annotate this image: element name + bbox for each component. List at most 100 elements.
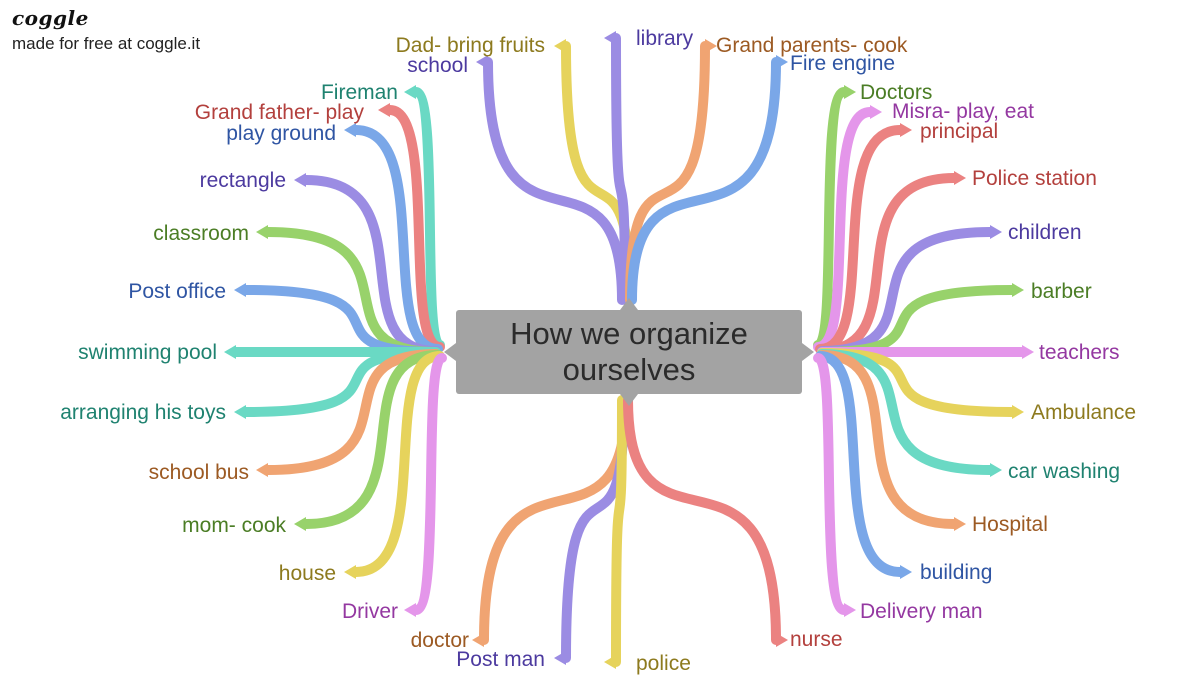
branch-line xyxy=(263,349,441,475)
branch-line xyxy=(611,33,630,305)
branch-label[interactable]: barber xyxy=(1031,280,1092,303)
branch-label[interactable]: principal xyxy=(920,120,998,143)
center-notch-bottom xyxy=(620,394,638,406)
branch-label[interactable]: play ground xyxy=(226,122,336,145)
branch-label[interactable]: Grand parents- cook xyxy=(716,34,908,57)
branch-arrowhead xyxy=(900,565,912,579)
branch-line xyxy=(241,348,441,417)
branch-label[interactable]: library xyxy=(636,27,694,50)
branch-arrowhead xyxy=(1022,345,1034,359)
branch-arrowhead xyxy=(604,31,616,45)
branch-line xyxy=(351,351,445,577)
branch-arrowhead xyxy=(554,39,566,53)
branch-line xyxy=(411,353,447,615)
branch-label[interactable]: arranging his toys xyxy=(60,401,226,424)
branch-label[interactable]: rectangle xyxy=(200,169,286,192)
branch-arrowhead xyxy=(990,225,1002,239)
branch-label[interactable]: nurse xyxy=(790,628,843,651)
branch-label[interactable]: classroom xyxy=(153,222,249,245)
branch-line xyxy=(813,87,849,350)
branch-label[interactable]: building xyxy=(920,561,992,584)
branch-label[interactable]: school xyxy=(407,54,468,77)
branch-label[interactable]: children xyxy=(1008,221,1082,244)
branch-label[interactable]: Misra- play, eat xyxy=(892,100,1034,123)
branch-arrowhead xyxy=(844,603,856,617)
branch-line xyxy=(813,107,875,352)
branch-line xyxy=(627,57,781,305)
branch-arrowhead xyxy=(1012,405,1024,419)
branch-line xyxy=(817,348,1017,417)
branch-arrowhead xyxy=(378,103,390,117)
branch-label[interactable]: Grand father- play xyxy=(195,101,365,124)
branch-arrowhead xyxy=(776,633,788,647)
brand: coggle made for free at coggle.it xyxy=(12,6,200,54)
branch-line xyxy=(817,173,959,355)
central-topic[interactable]: How we organize ourselves xyxy=(456,310,802,394)
branch-line xyxy=(817,350,959,529)
branch-arrowhead xyxy=(234,283,246,297)
branch-label[interactable]: Doctors xyxy=(860,81,932,104)
branch-label[interactable]: mom- cook xyxy=(182,514,286,537)
branch-line xyxy=(483,57,627,305)
branch-label[interactable]: Dad- bring fruits xyxy=(396,34,545,57)
center-notch-right xyxy=(802,343,814,361)
branch-arrowhead xyxy=(776,55,788,69)
branch-arrowhead xyxy=(344,565,356,579)
branch-line xyxy=(815,125,905,354)
branch-arrowhead xyxy=(990,463,1002,477)
branch-label[interactable]: Fireman xyxy=(321,81,398,104)
central-topic-title: How we organize ourselves xyxy=(510,316,748,387)
branch-label[interactable]: teachers xyxy=(1039,341,1120,364)
branch-line xyxy=(301,350,443,529)
branch-arrowhead xyxy=(404,603,416,617)
branch-arrowhead xyxy=(900,123,912,137)
branch-arrowhead xyxy=(344,123,356,137)
branch-label[interactable]: Fire engine xyxy=(790,52,895,75)
branch-line xyxy=(351,125,443,354)
branch-line xyxy=(625,41,710,305)
branch-label[interactable]: school bus xyxy=(149,461,249,484)
branch-label[interactable]: Driver xyxy=(342,600,398,623)
branch-arrowhead xyxy=(705,39,717,53)
branch-arrowhead xyxy=(404,85,416,99)
branch-arrowhead xyxy=(954,171,966,185)
branch-line xyxy=(817,349,995,475)
branch-line xyxy=(411,87,445,350)
branch-arrowhead xyxy=(604,655,616,669)
branch-label[interactable]: Ambulance xyxy=(1031,401,1136,424)
branch-arrowhead xyxy=(472,633,484,647)
branch-label[interactable]: doctor xyxy=(411,629,469,652)
branch-arrowhead xyxy=(954,517,966,531)
branch-arrowhead xyxy=(554,651,566,665)
branch-label[interactable]: Post man xyxy=(456,648,545,671)
branch-line xyxy=(479,395,631,645)
branch-line xyxy=(813,353,849,615)
branch-arrowhead xyxy=(1012,283,1024,297)
branch-line xyxy=(623,395,781,645)
branch-label[interactable]: Delivery man xyxy=(860,600,983,623)
branch-arrowhead xyxy=(870,105,882,119)
branch-arrowhead xyxy=(476,55,488,69)
branch-line xyxy=(385,105,445,352)
branch-label[interactable]: swimming pool xyxy=(78,341,217,364)
branch-label[interactable]: police xyxy=(636,652,691,675)
branch-line xyxy=(815,351,905,577)
branch-label[interactable]: Post office xyxy=(128,280,226,303)
branch-arrowhead xyxy=(224,345,236,359)
branch-line xyxy=(301,175,441,356)
branch-label[interactable]: house xyxy=(279,562,336,585)
center-notch-top xyxy=(620,298,638,310)
branch-arrowhead xyxy=(234,405,246,419)
branch-arrowhead xyxy=(256,225,268,239)
branch-label[interactable]: Police station xyxy=(972,167,1097,190)
branch-label[interactable]: Hospital xyxy=(972,513,1048,536)
branch-arrowhead xyxy=(256,463,268,477)
branch-arrowhead xyxy=(294,517,306,531)
branch-line xyxy=(611,395,627,667)
branch-label[interactable]: car washing xyxy=(1008,460,1120,483)
center-notch-left xyxy=(444,343,456,361)
brand-tagline: made for free at coggle.it xyxy=(12,34,201,53)
coggle-logo: coggle xyxy=(12,6,89,30)
